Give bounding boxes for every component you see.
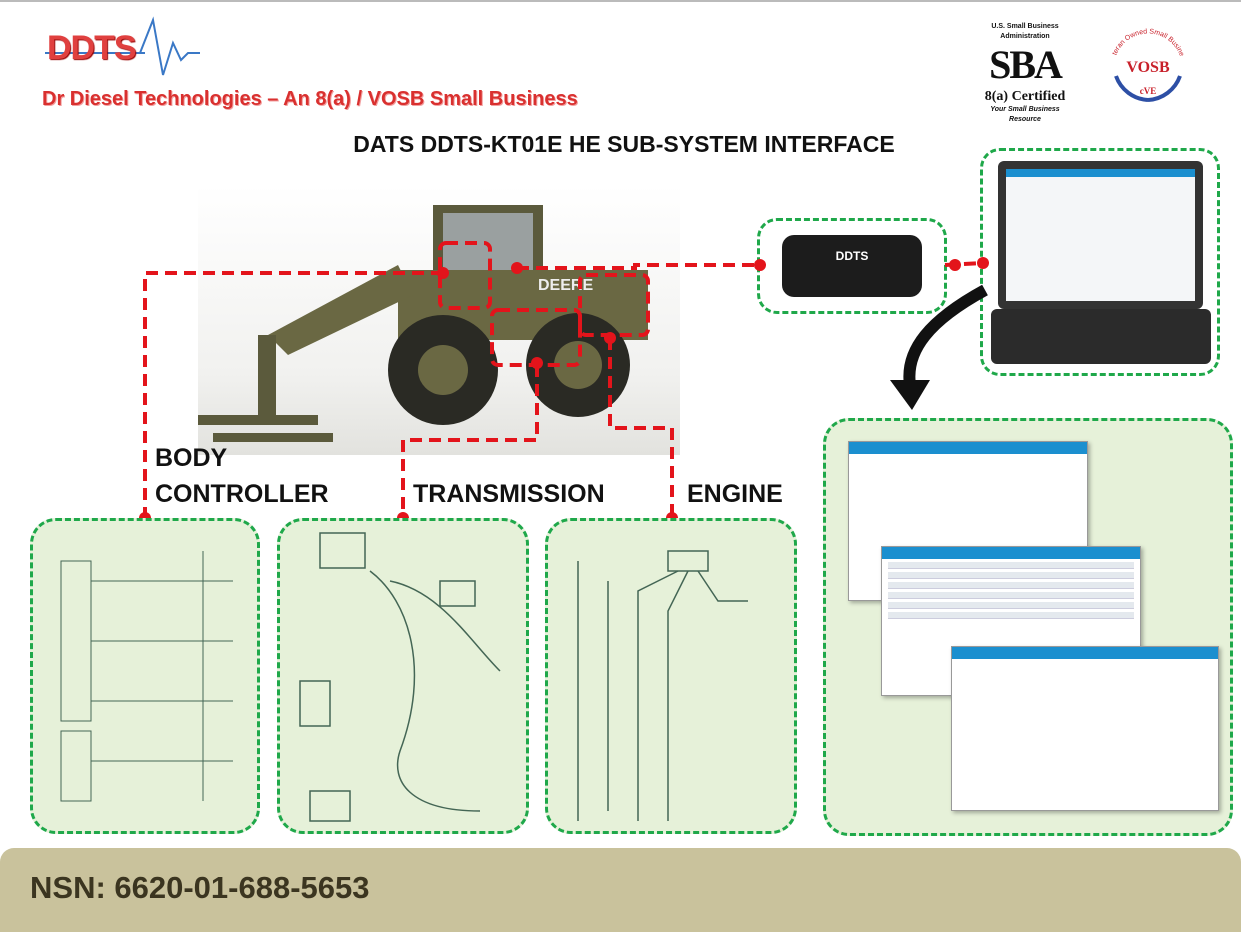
wire-body-controller bbox=[143, 271, 443, 518]
sba-cert: 8(a) Certified bbox=[984, 89, 1066, 104]
laptop-screen bbox=[998, 161, 1203, 309]
cve-mark: cVE bbox=[1139, 86, 1157, 96]
nsn-number: NSN: 6620-01-688-5653 bbox=[30, 870, 370, 905]
transmission-highlight bbox=[490, 308, 582, 367]
engine-highlight bbox=[578, 273, 650, 337]
footer-bar bbox=[0, 848, 1241, 932]
software-screenshots-panel bbox=[823, 418, 1233, 836]
sba-tagline: Your Small Business Resource bbox=[990, 106, 1060, 123]
body-label-line1: BODY bbox=[155, 444, 228, 472]
cab-highlight bbox=[438, 241, 492, 310]
sba-agency: U.S. Small Business Administration bbox=[991, 23, 1059, 40]
waveform-icon bbox=[45, 16, 200, 76]
body-label-line2: CONTROLLER bbox=[155, 480, 329, 508]
transmission-label: TRANSMISSION bbox=[413, 480, 605, 508]
ddts-logo: DDTS bbox=[45, 15, 200, 77]
laptop-frame bbox=[980, 148, 1220, 376]
sba-logo: U.S. Small Business Administration SBA 8… bbox=[975, 22, 1075, 125]
ddts-interface-device-frame: DDTS bbox=[757, 218, 947, 314]
interface-device: DDTS bbox=[782, 235, 922, 297]
wire-engine bbox=[608, 338, 674, 518]
vosb-wreath: Veteran Owned Small Business bbox=[1102, 24, 1185, 102]
vosb-seal: Veteran Owned Small Business VOSB cVE bbox=[1102, 24, 1194, 104]
arrow-to-software bbox=[903, 284, 988, 386]
transmission-harness-diagram bbox=[277, 518, 529, 834]
page-title: DATS DDTS-KT01E HE SUB-SYSTEM INTERFACE bbox=[353, 131, 895, 157]
engine-label: ENGINE bbox=[687, 480, 783, 508]
company-subtitle: Dr Diesel Technologies – An 8(a) / VOSB … bbox=[42, 88, 578, 110]
logo-text: DDTS bbox=[47, 29, 137, 67]
wire-transmission bbox=[401, 365, 539, 518]
device-label: DDTS bbox=[835, 249, 869, 263]
top-divider bbox=[0, 0, 1241, 2]
wheel-loader-photo: DEERE bbox=[198, 185, 680, 455]
software-screen-fuel-system bbox=[951, 646, 1219, 811]
wire-to-device bbox=[517, 263, 760, 270]
engine-wiring-diagram bbox=[545, 518, 797, 834]
sba-abbr: SBA bbox=[989, 42, 1063, 87]
vosb-abbr: VOSB bbox=[1126, 59, 1170, 76]
body-controller-schematic bbox=[30, 518, 260, 834]
laptop-keyboard bbox=[991, 309, 1211, 364]
